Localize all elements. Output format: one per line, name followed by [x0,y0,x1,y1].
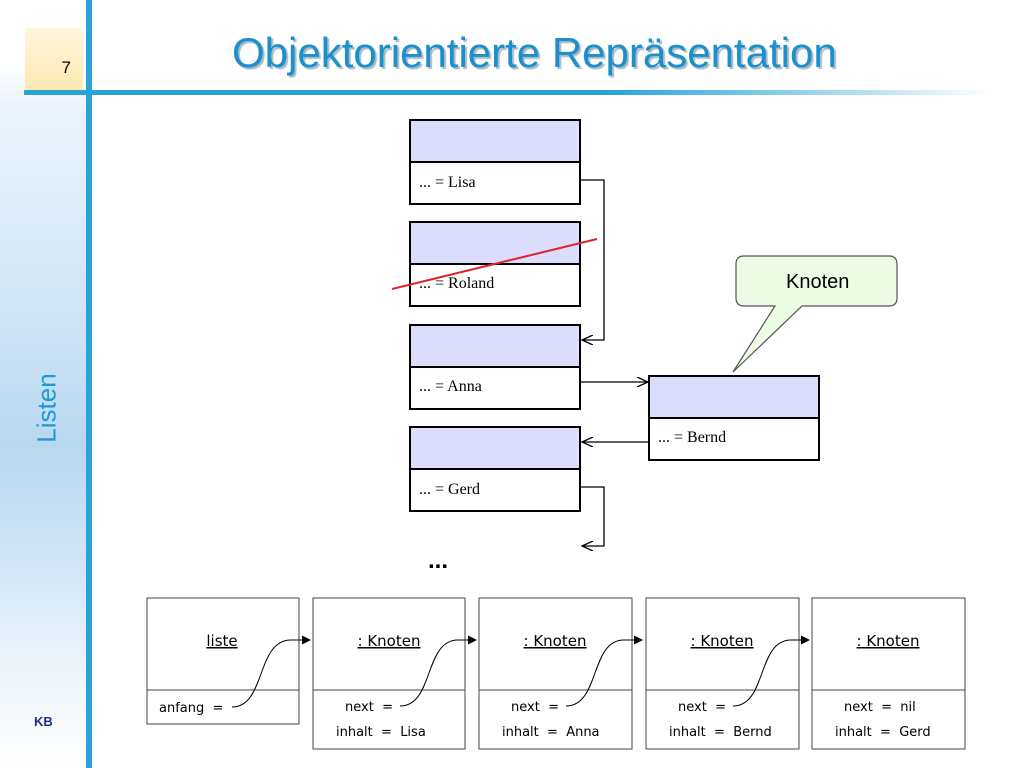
node-body [409,161,581,205]
node-label: ... = Bernd [658,429,726,446]
node-body [648,417,820,461]
list-object: liste anfang = [146,597,311,725]
ellipsis: ... [428,547,448,574]
node-label: ... = Roland [419,275,494,292]
knoten-next: next = [511,700,559,715]
strike-line [391,238,598,290]
node-roland: ... = Roland [409,221,581,307]
knoten-inhalt: inhalt = Lisa [336,725,426,740]
node-gerd: ... = Gerd [409,426,581,512]
arrow-lisa-to-anna [580,179,605,340]
knoten-box [645,597,800,750]
node-bernd: ... = Bernd [648,375,820,461]
list-object-title: liste [206,632,237,650]
node-body [409,468,581,512]
node-header [648,375,820,419]
knoten-inhalt: inhalt = Bernd [669,725,772,740]
knoten-box [478,597,633,750]
knoten-inhalt: inhalt = Anna [502,725,600,740]
link-next [565,635,643,707]
knoten-title: : Knoten [524,632,587,650]
knoten-title: : Knoten [691,632,754,650]
callout-text: Knoten [786,271,849,293]
node-label: ... = Lisa [419,174,476,191]
list-object-box [146,597,300,725]
callout-bubble [732,255,898,373]
knoten-title: : Knoten [358,632,421,650]
knoten-box [811,597,966,750]
node-lisa: ... = Lisa [409,119,581,205]
link-next [732,635,810,707]
knoten-object-gerd: : Knoten next = nil inhalt = Gerd [811,597,966,750]
node-label: ... = Gerd [419,481,480,498]
sidebar-gradient [0,0,86,768]
node-header [409,324,581,368]
knoten-object-bernd: : Knoten next = inhalt = Bernd [645,597,810,750]
knoten-next: next = [678,700,726,715]
knoten-title: : Knoten [857,632,920,650]
knoten-object-lisa: : Knoten next = inhalt = Lisa [312,597,477,750]
knoten-inhalt: inhalt = Gerd [835,725,931,740]
author-initials: KB [34,714,53,729]
vertical-accent-line [86,0,92,768]
link-anfang [231,635,311,708]
knoten-next: next = nil [844,700,916,715]
object-diagram: liste anfang = : Knoten next = inhalt = … [146,597,966,750]
slide-title: Objektorientierte Repräsentation [232,29,837,76]
slide-number-box: 7 [25,28,83,90]
arrow-gerd-next [580,486,605,546]
knoten-object-anna: : Knoten next = inhalt = Anna [478,597,643,750]
knoten-next: next = [345,700,393,715]
knoten-box [312,597,466,750]
node-body [409,366,581,410]
node-header [409,119,581,163]
node-header [409,221,581,265]
link-next [399,635,477,707]
slide-number: 7 [61,58,71,77]
horizontal-accent-line [24,90,994,95]
callout-knoten: Knoten [732,255,898,373]
node-anna: ... = Anna [409,324,581,410]
node-header [409,426,581,470]
node-label: ... = Anna [419,378,482,395]
list-object-field: anfang = [159,701,223,716]
